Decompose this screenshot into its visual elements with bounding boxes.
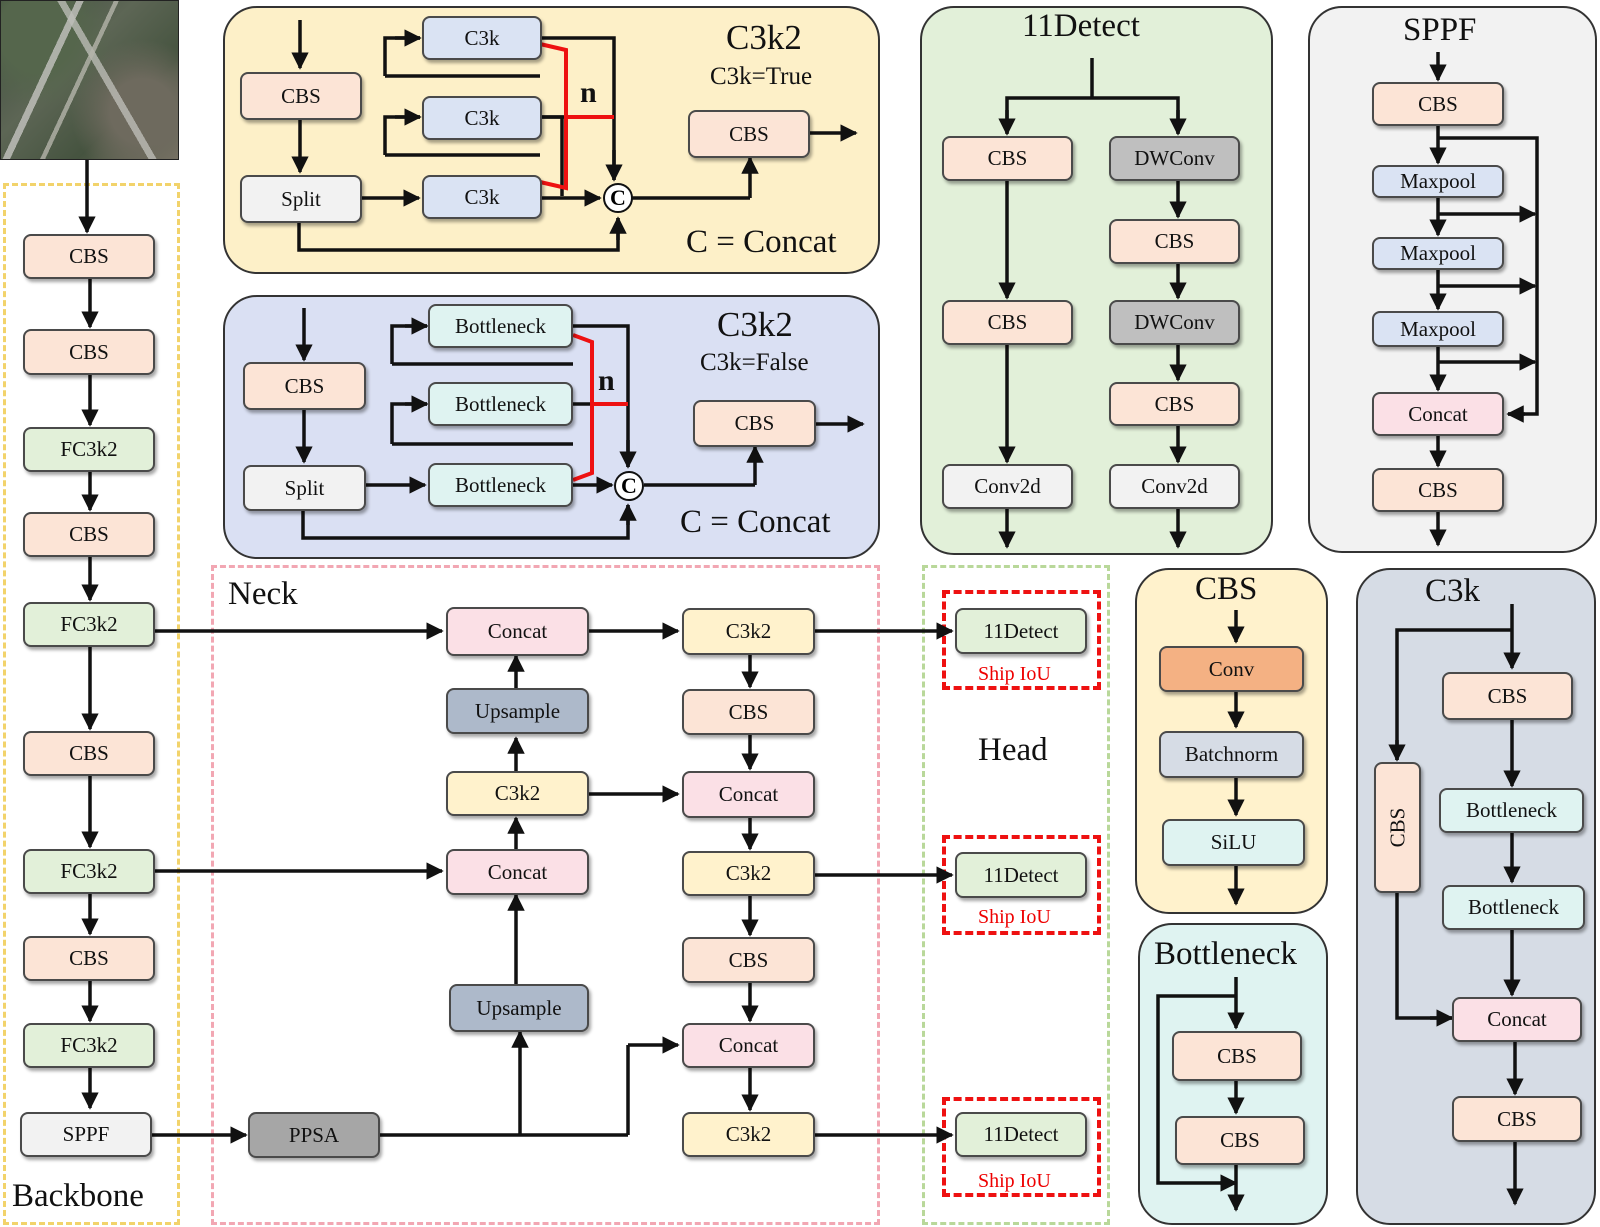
cbs-silu-block: SiLU [1162,819,1305,866]
backbone-fc3k2-block: FC3k2 [23,1023,155,1068]
neck-upsample-block: Upsample [446,688,589,734]
ship-iou-box-2 [942,835,1101,935]
detect-conv2d-block: Conv2d [942,464,1073,509]
c3k2-true-output-cbs-block: CBS [688,110,810,158]
backbone-cbs-block: CBS [23,234,155,279]
c3k2-false-bottleneck-block: Bottleneck [428,382,573,426]
c3k2-false-output-cbs-block: CBS [693,400,816,447]
backbone-sppf-block: SPPF [20,1112,152,1157]
c3k2-true-c3k-block: C3k [422,175,542,219]
c3k2-false-cbs-block: CBS [243,362,366,410]
c3k-concat-block: Concat [1452,997,1582,1042]
c3k2-true-concat-legend: C = Concat [686,224,837,260]
ship-iou-label-1: Ship IoU [978,663,1051,685]
neck-concat-block: Concat [446,607,589,656]
backbone-cbs-block: CBS [23,329,155,375]
detect-dwconv-block: DWConv [1109,300,1240,345]
backbone-cbs-block: CBS [23,936,155,981]
neck-ppsa-block: PPSA [248,1112,380,1158]
backbone-cbs-block: CBS [23,731,155,776]
bottleneck-panel-title: Bottleneck [1154,936,1297,972]
bottleneck-cbs-block: CBS [1172,1031,1302,1081]
backbone-fc3k2-block: FC3k2 [23,602,155,647]
detect-cbs-block: CBS [1109,219,1240,264]
backbone-fc3k2-block: FC3k2 [23,849,155,894]
c3k2-false-split-block: Split [243,465,366,511]
neck-cbs-block: CBS [682,689,815,735]
detect-cbs-block: CBS [1109,382,1240,426]
c3k-cbs-block: CBS [1442,672,1573,720]
neck-c3k2-block: C3k2 [446,771,589,816]
sppf-maxpool-block: Maxpool [1372,237,1504,270]
neck-region [211,565,880,1225]
neck-c3k2-block: C3k2 [682,608,815,655]
neck-c3k2-block: C3k2 [682,851,815,896]
sppf-maxpool-block: Maxpool [1372,311,1504,347]
neck-label: Neck [228,576,298,612]
n-label-top: n [580,76,597,109]
concat-node-top: C [603,183,633,213]
head-region [922,565,1110,1225]
c3k2-false-bottleneck-block: Bottleneck [428,463,573,507]
cbs-conv-block: Conv [1159,646,1304,692]
ship-iou-box-3 [942,1097,1101,1197]
backbone-fc3k2-block: FC3k2 [23,427,155,472]
head-detect-block: 11Detect [955,1112,1087,1157]
c3k2-true-split-block: Split [240,175,362,223]
c3k-side-cbs-block: CBS [1374,762,1421,893]
ship-iou-label-2: Ship IoU [978,906,1051,928]
bottleneck-cbs-block: CBS [1175,1116,1305,1165]
ship-iou-box-1 [942,590,1101,690]
backbone-label: Backbone [12,1178,144,1214]
sppf-cbs-block: CBS [1372,468,1504,512]
c3k2-false-concat-legend: C = Concat [680,504,831,540]
neck-upsample-block: Upsample [449,984,589,1032]
detect-cbs-block: CBS [942,300,1073,345]
satellite-thumbnail-image [0,0,179,160]
cbs-panel-title: CBS [1195,571,1258,607]
c3k-bottleneck-block: Bottleneck [1439,788,1584,833]
concat-node-bottom: C [614,471,644,501]
backbone-region [3,183,180,1225]
c3k2-true-cbs-block: CBS [240,72,362,120]
neck-concat-block: Concat [682,1023,815,1068]
sppf-cbs-block: CBS [1372,82,1504,126]
ship-iou-label-3: Ship IoU [978,1170,1051,1192]
c3k-side-cbs-label: CBS [1384,807,1409,848]
detect-dwconv-block: DWConv [1109,136,1240,181]
cbs-batchnorm-block: Batchnorm [1159,731,1304,778]
head-detect-block: 11Detect [955,852,1087,898]
c3k2-true-subtitle: C3k=True [710,63,813,90]
sppf-panel-title: SPPF [1403,12,1477,48]
c3k2-false-bottleneck-block: Bottleneck [428,304,573,348]
c3k-bottleneck-block: Bottleneck [1442,885,1585,930]
detect-panel-title: 11Detect [1022,8,1140,44]
c3k2-false-subtitle: C3k=False [700,349,809,376]
detect-cbs-block: CBS [942,136,1073,181]
c3k2-true-c3k-block: C3k [422,16,542,60]
c3k2-true-title: C3k2 [726,18,802,57]
n-label-bottom: n [598,364,615,397]
head-detect-block: 11Detect [955,608,1087,654]
sppf-concat-block: Concat [1372,392,1504,436]
sppf-maxpool-block: Maxpool [1372,165,1504,198]
c3k-cbs-block: CBS [1452,1096,1582,1142]
neck-concat-block: Concat [446,849,589,895]
head-label: Head [978,732,1048,768]
c3k2-false-title: C3k2 [717,305,793,344]
detect-conv2d-block: Conv2d [1109,464,1240,509]
backbone-cbs-block: CBS [23,512,155,557]
neck-c3k2-block: C3k2 [682,1112,815,1157]
c3k2-true-c3k-block: C3k [422,96,542,140]
neck-cbs-block: CBS [682,937,815,983]
c3k-panel-title: C3k [1425,573,1481,609]
neck-concat-block: Concat [682,771,815,818]
